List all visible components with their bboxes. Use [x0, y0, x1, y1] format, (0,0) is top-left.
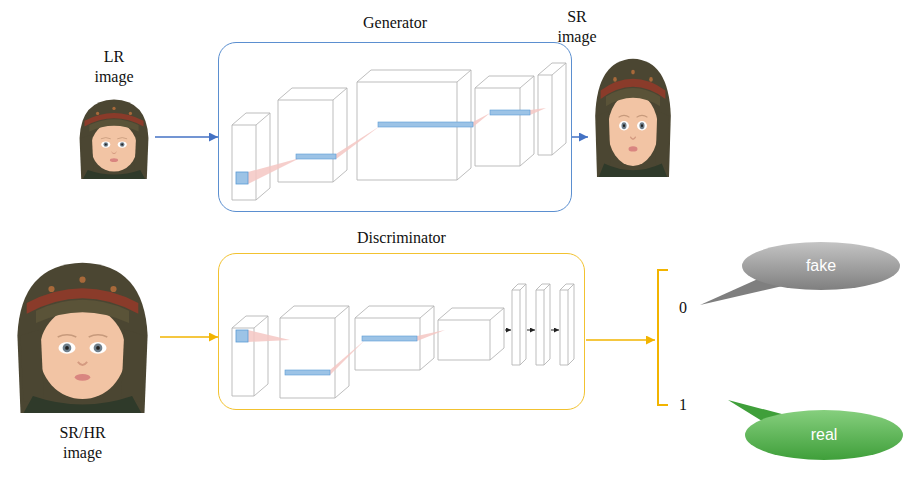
kernel-rod — [296, 154, 336, 159]
layer-block — [278, 88, 347, 182]
bubble-body — [742, 242, 900, 290]
kernel-cone — [248, 330, 290, 342]
dense-layer — [512, 284, 526, 365]
output-bracket — [658, 270, 668, 405]
dense-arrows — [505, 330, 559, 331]
image-label: LR image — [88, 47, 140, 87]
dense-arrow — [527, 330, 535, 331]
output-value: 0 — [668, 298, 698, 318]
sr-photo — [595, 59, 671, 177]
kernel-cube — [236, 330, 248, 342]
discriminator-box: Discriminator — [218, 253, 585, 410]
kernel-rod — [378, 122, 473, 127]
dense-layer — [536, 284, 550, 365]
box-title: Generator — [219, 13, 571, 33]
kernel-rod — [285, 370, 330, 375]
sr-hr-photo — [17, 263, 147, 413]
layer-block — [438, 308, 504, 360]
box-title: Discriminator — [219, 228, 584, 248]
flow-arrow — [160, 336, 218, 338]
kernel-cone — [417, 330, 445, 341]
layer-block — [232, 113, 270, 200]
output-image: SR image — [588, 55, 678, 177]
discriminator-network — [232, 284, 574, 398]
flow-arrow — [572, 136, 588, 138]
kernel-cone — [530, 108, 546, 115]
dense-arrow — [505, 330, 511, 331]
generator-kernels — [236, 108, 546, 184]
output-value: 1 — [668, 395, 698, 415]
speech-bubble: fake — [742, 242, 900, 290]
image-label: SR image — [551, 7, 603, 47]
bubble-body — [745, 410, 903, 460]
kernel-cube — [236, 172, 248, 184]
bubble-text: fake — [806, 256, 836, 276]
kernel-cone — [473, 113, 490, 127]
kernel-cone — [248, 158, 300, 184]
lr-photo — [80, 99, 149, 179]
layer-block — [280, 306, 349, 398]
image-label: SR/HR image — [57, 423, 109, 463]
flow-arrow — [155, 136, 218, 138]
generator-box: Generator — [218, 42, 572, 212]
layer-block — [232, 316, 268, 396]
candidate-image: SR/HR image — [5, 258, 160, 413]
dense-layer — [560, 284, 574, 365]
output-arrow — [586, 339, 655, 341]
kernel-cone — [336, 126, 380, 159]
discriminator-kernels — [236, 330, 445, 375]
kernel-cone — [330, 340, 365, 375]
layer-block — [475, 76, 534, 166]
dense-arrow — [551, 330, 559, 331]
generator-network — [232, 63, 566, 200]
kernel-rod — [362, 336, 417, 341]
speech-bubble: real — [745, 410, 903, 460]
kernel-rod — [490, 110, 530, 115]
input-image: LR image — [73, 97, 155, 179]
bubble-text: real — [811, 425, 838, 445]
